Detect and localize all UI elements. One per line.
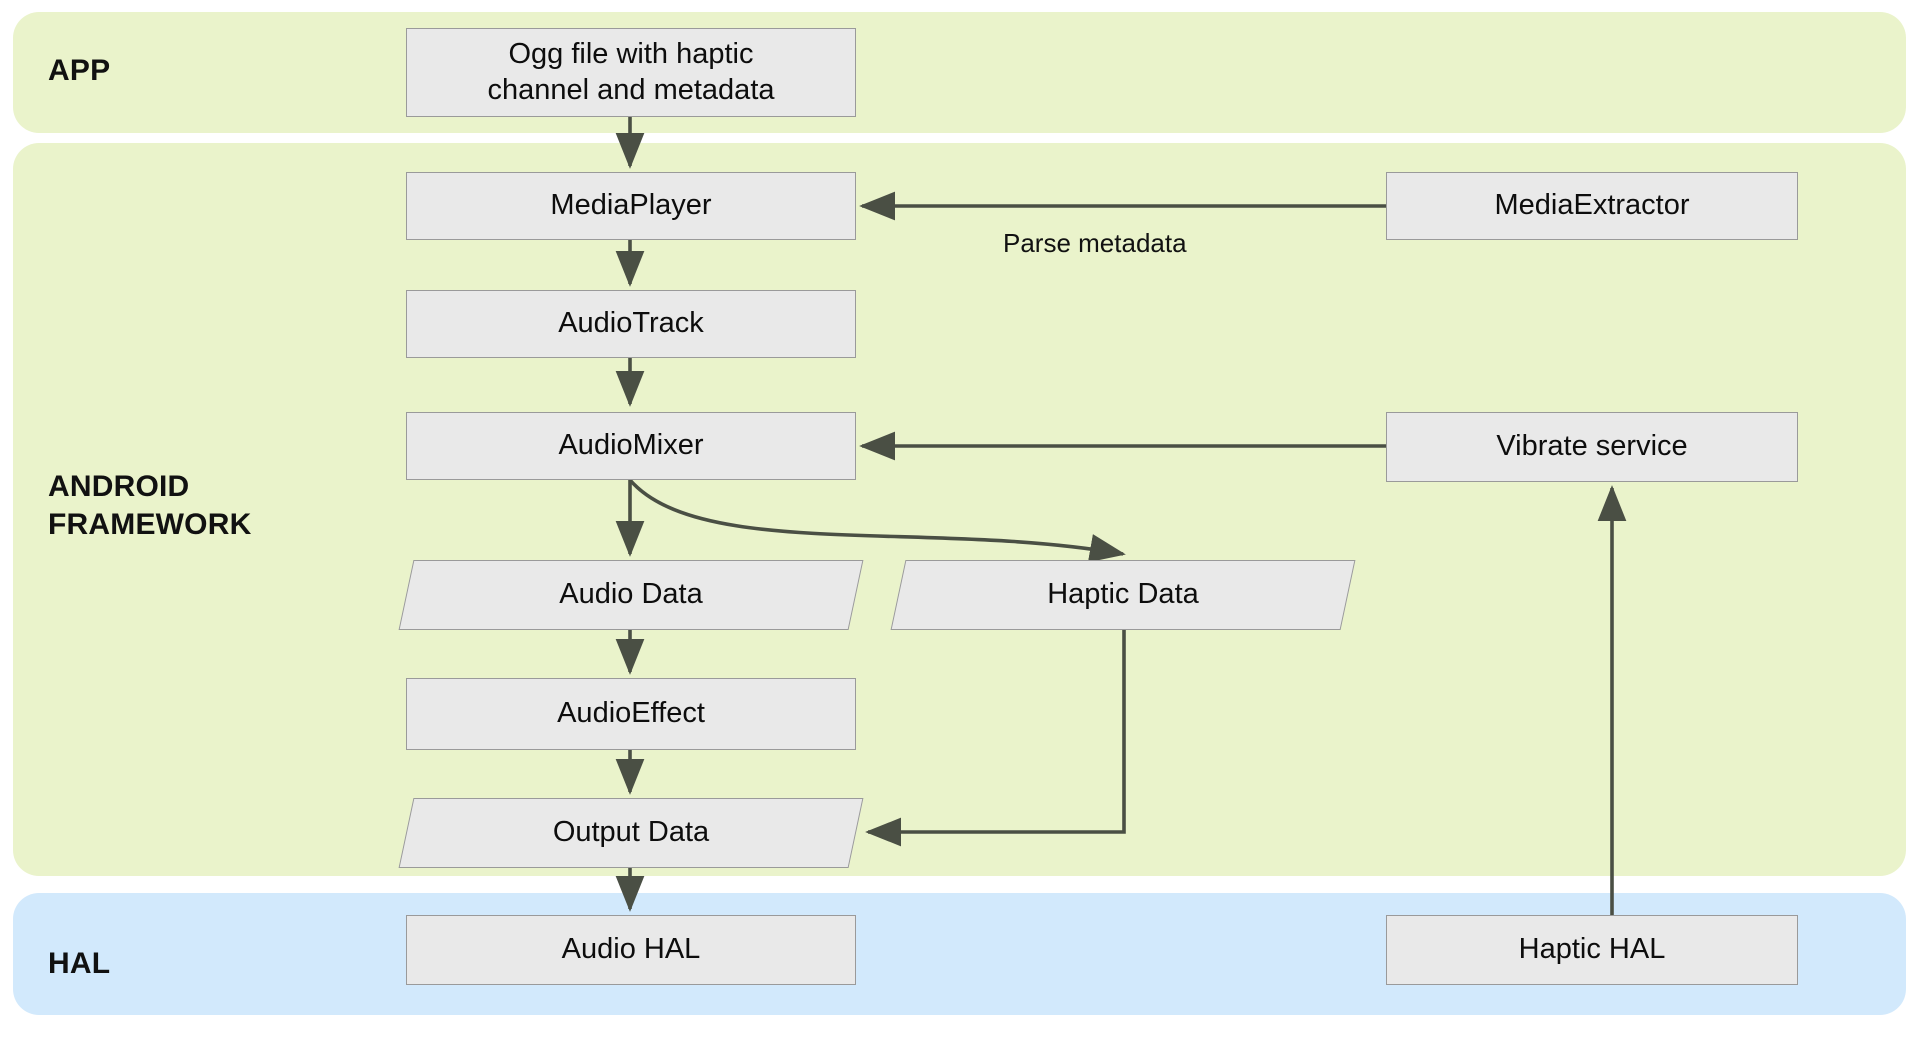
edge-label-parse-metadata: Parse metadata — [1003, 228, 1187, 258]
node-haptic-data[interactable]: Haptic Data — [890, 560, 1356, 630]
node-audio-hal[interactable]: Audio HAL — [406, 915, 856, 985]
node-ogg-file[interactable]: Ogg file with haptic channel and metadat… — [406, 28, 856, 117]
node-media-extractor-label: MediaExtractor — [1494, 189, 1690, 222]
node-ogg-file-label: Ogg file with haptic channel and metadat… — [487, 38, 775, 106]
node-media-player-label: MediaPlayer — [550, 189, 712, 222]
node-haptic-data-label: Haptic Data — [1047, 578, 1199, 611]
node-output-data[interactable]: Output Data — [398, 798, 864, 868]
node-audio-data-label: Audio Data — [559, 578, 703, 611]
node-haptic-hal-label: Haptic HAL — [1518, 933, 1666, 966]
node-audio-effect-label: AudioEffect — [557, 697, 705, 730]
node-audio-track[interactable]: AudioTrack — [406, 290, 856, 358]
node-vibrate-service[interactable]: Vibrate service — [1386, 412, 1798, 482]
node-audio-track-label: AudioTrack — [558, 307, 704, 340]
node-audio-mixer-label: AudioMixer — [558, 429, 704, 462]
node-output-data-label: Output Data — [552, 816, 710, 849]
band-label-hal: HAL — [48, 947, 111, 980]
node-haptic-hal[interactable]: Haptic HAL — [1386, 915, 1798, 985]
band-label-android-framework: ANDROID FRAMEWORK — [48, 470, 252, 542]
band-label-app: APP — [48, 54, 111, 87]
band-app — [13, 12, 1906, 133]
node-media-extractor[interactable]: MediaExtractor — [1386, 172, 1798, 240]
node-vibrate-service-label: Vibrate service — [1496, 430, 1688, 463]
node-audio-data[interactable]: Audio Data — [398, 560, 864, 630]
band-android-framework — [13, 143, 1906, 876]
node-media-player[interactable]: MediaPlayer — [406, 172, 856, 240]
node-audio-effect[interactable]: AudioEffect — [406, 678, 856, 750]
node-audio-mixer[interactable]: AudioMixer — [406, 412, 856, 480]
node-audio-hal-label: Audio HAL — [561, 933, 701, 966]
